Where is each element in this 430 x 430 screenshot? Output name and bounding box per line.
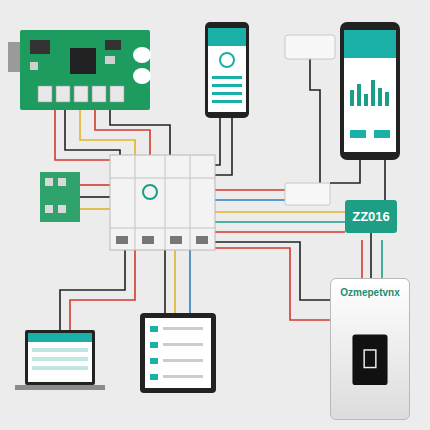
screen: [352, 334, 387, 385]
device-label: Ozmepetvnx: [335, 287, 405, 298]
display-box: ZZ016: [345, 200, 397, 233]
wire: [370, 233, 372, 278]
screen-graphic: [331, 279, 409, 419]
device-label: ZZ016: [352, 209, 390, 224]
battery-icon: [364, 350, 376, 368]
wall-unit: Ozmepetvnx: [330, 278, 410, 420]
